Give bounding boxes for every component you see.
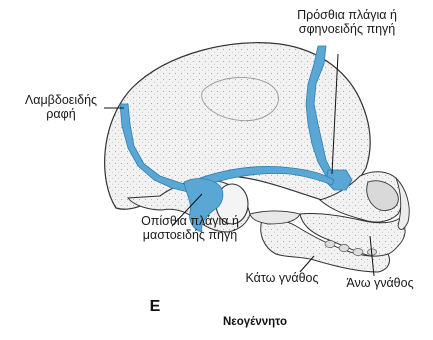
figure-caption: Νεογέννητο <box>205 315 305 329</box>
label-anterior-fontanelle: Πρόσθια πλάγια ή σφηνοειδής πηγή <box>262 8 432 36</box>
label-posterior-fontanelle: Οπίσθια πλάγια ή μαστοειδής πηγή <box>90 214 290 242</box>
label-lambdoid-suture: Λαμβδοειδής ραφή <box>8 93 114 121</box>
panel-letter: E <box>140 300 170 314</box>
label-mandible: Κάτω γνάθος <box>222 271 342 285</box>
label-maxilla: Άνω γνάθος <box>330 276 430 290</box>
